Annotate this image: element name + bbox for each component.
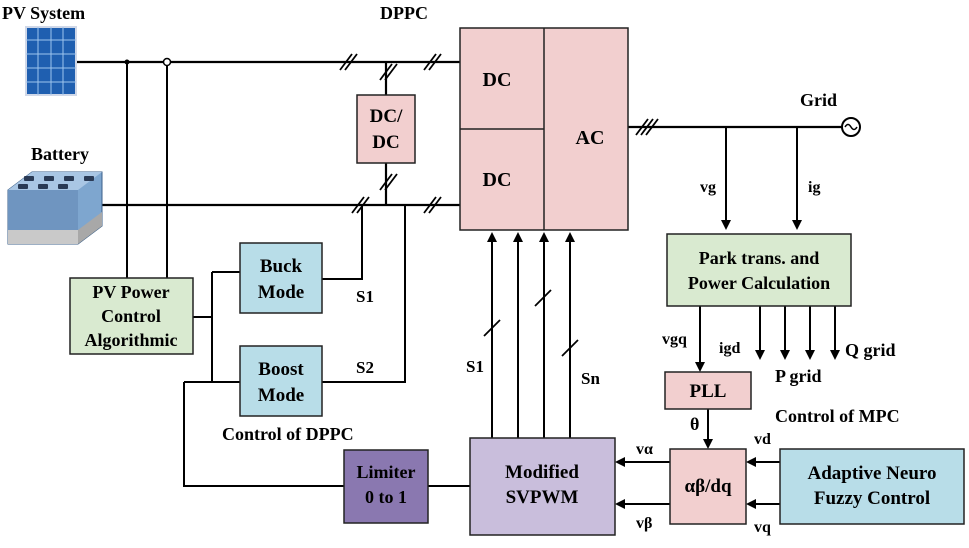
abdq-label: αβ/dq: [684, 476, 731, 497]
solar-panel-icon: [25, 26, 77, 96]
buck-mode-block: Buck Mode: [239, 242, 323, 314]
park-transform-block: Park trans. and Power Calculation: [666, 233, 852, 307]
grid-label: Grid: [800, 90, 837, 110]
boost-label-2: Mode: [258, 385, 304, 406]
svpwm-label-2: SVPWM: [506, 487, 579, 508]
q-grid-label: Q grid: [845, 340, 896, 360]
buck-label-2: Mode: [258, 282, 304, 303]
junction-dot: [124, 59, 130, 65]
theta-label: θ: [690, 414, 699, 434]
boost-label-1: Boost: [258, 359, 304, 380]
junction-dot: [162, 57, 172, 67]
svpwm-label-1: Modified: [505, 462, 579, 483]
park-label-2: Power Calculation: [688, 273, 830, 293]
p-grid-label: P grid: [775, 366, 822, 386]
buck-label-1: Buck: [260, 256, 303, 277]
vgq-label: vgq: [662, 331, 687, 348]
dppc-converter-block: DC DC AC: [459, 27, 629, 231]
park-label-1: Park trans. and: [699, 248, 820, 268]
ig-label: ig: [808, 179, 820, 196]
battery-icon: [7, 171, 103, 245]
vd-label: vd: [754, 431, 771, 448]
dc-dc-converter-block: DC/ DC: [356, 94, 416, 164]
pll-label: PLL: [690, 381, 727, 402]
limiter-label-1: Limiter: [357, 462, 416, 482]
v-alpha-label: vα: [636, 441, 653, 458]
sn-label: Sn: [581, 369, 600, 388]
vq-label: vq: [754, 519, 771, 536]
svpwm-block: Modified SVPWM: [469, 437, 616, 536]
anfc-label-1: Adaptive Neuro: [808, 463, 937, 484]
s2-label: S2: [356, 358, 374, 377]
control-arrows: [487, 127, 840, 509]
limiter-block: Limiter 0 to 1: [343, 449, 429, 524]
pv-ctrl-label-1: PV Power: [92, 282, 169, 302]
pv-power-control-block: PV Power Control Algorithmic: [69, 277, 194, 355]
control-dppc-label: Control of DPPC: [222, 424, 354, 444]
alpha-beta-dq-block: αβ/dq: [669, 448, 747, 525]
anfc-block: Adaptive Neuro Fuzzy Control: [779, 448, 965, 525]
s1-buck-label: S1: [356, 287, 374, 306]
power-wires: [76, 60, 842, 487]
pll-block: PLL: [664, 371, 752, 410]
dcdc-label-2: DC: [372, 132, 399, 153]
boost-mode-block: Boost Mode: [239, 345, 323, 417]
battery-label: Battery: [31, 144, 89, 164]
dc-top-label: DC: [483, 69, 512, 91]
limiter-label-2: 0 to 1: [365, 487, 407, 507]
diagram-labels: PV System DPPC Battery Grid vg ig S1 S2 …: [2, 3, 900, 536]
s1-pwm-label: S1: [466, 357, 484, 376]
multiwire-slashes: [339, 53, 659, 357]
control-mpc-label: Control of MPC: [775, 406, 900, 426]
dc-bottom-label: DC: [483, 169, 512, 191]
igd-label: igd: [719, 340, 740, 357]
dcdc-label-1: DC/: [370, 106, 403, 127]
ac-label: AC: [576, 127, 605, 149]
pv-ctrl-label-3: Algorithmic: [85, 330, 178, 350]
grid-source-icon: [841, 117, 861, 137]
vg-label: vg: [700, 179, 716, 196]
pv-system-label: PV System: [2, 3, 85, 23]
pv-ctrl-label-2: Control: [101, 306, 161, 326]
anfc-label-2: Fuzzy Control: [814, 488, 930, 509]
v-beta-label: vβ: [636, 515, 652, 532]
dppc-label: DPPC: [380, 3, 428, 23]
